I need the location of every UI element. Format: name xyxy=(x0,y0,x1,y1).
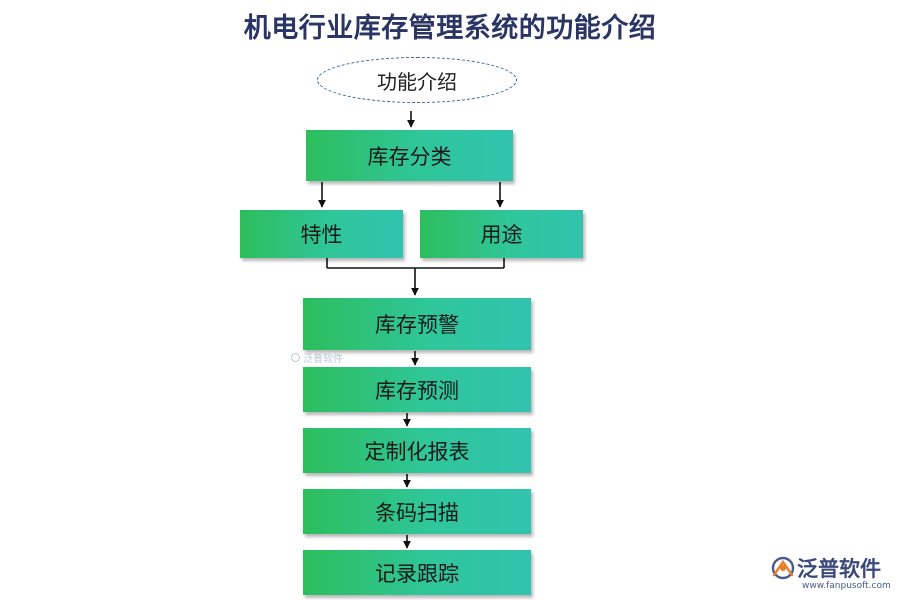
step-label: 条码扫描 xyxy=(375,500,459,525)
root-node-label: 功能介绍 xyxy=(377,69,457,94)
watermark-small: 泛普软件 xyxy=(291,350,343,365)
category-label: 库存分类 xyxy=(367,144,452,169)
step-box-scan: 条码扫描 xyxy=(303,489,531,534)
step-box-report: 定制化报表 xyxy=(303,428,531,473)
step-label: 库存预测 xyxy=(375,378,459,403)
page-title: 机电行业库存管理系统的功能介绍 xyxy=(243,13,657,44)
step-label: 定制化报表 xyxy=(364,439,470,464)
feature-label: 特性 xyxy=(300,223,343,247)
brand-logo-name: 泛普软件 xyxy=(797,557,881,581)
step-box-forecast: 库存预测 xyxy=(303,367,531,412)
step-box-tracking: 记录跟踪 xyxy=(303,550,531,595)
brand-logo-url: www.fanpusoft.com xyxy=(802,581,891,591)
watermark-logo-icon xyxy=(291,353,300,362)
watermark-text: 泛普软件 xyxy=(303,354,343,365)
step-box-warning: 库存预警 xyxy=(303,298,531,350)
feature-box: 特性 xyxy=(240,210,403,258)
step-label: 记录跟踪 xyxy=(375,561,459,586)
brand-logo-icon xyxy=(771,556,795,580)
step-label: 库存预警 xyxy=(375,313,459,337)
brand-logo: 泛普软件 www.fanpusoft.com xyxy=(770,553,895,593)
usage-label: 用途 xyxy=(480,223,523,247)
root-node-oval: 功能介绍 xyxy=(317,57,517,103)
usage-box: 用途 xyxy=(420,210,583,258)
category-box: 库存分类 xyxy=(306,130,513,181)
